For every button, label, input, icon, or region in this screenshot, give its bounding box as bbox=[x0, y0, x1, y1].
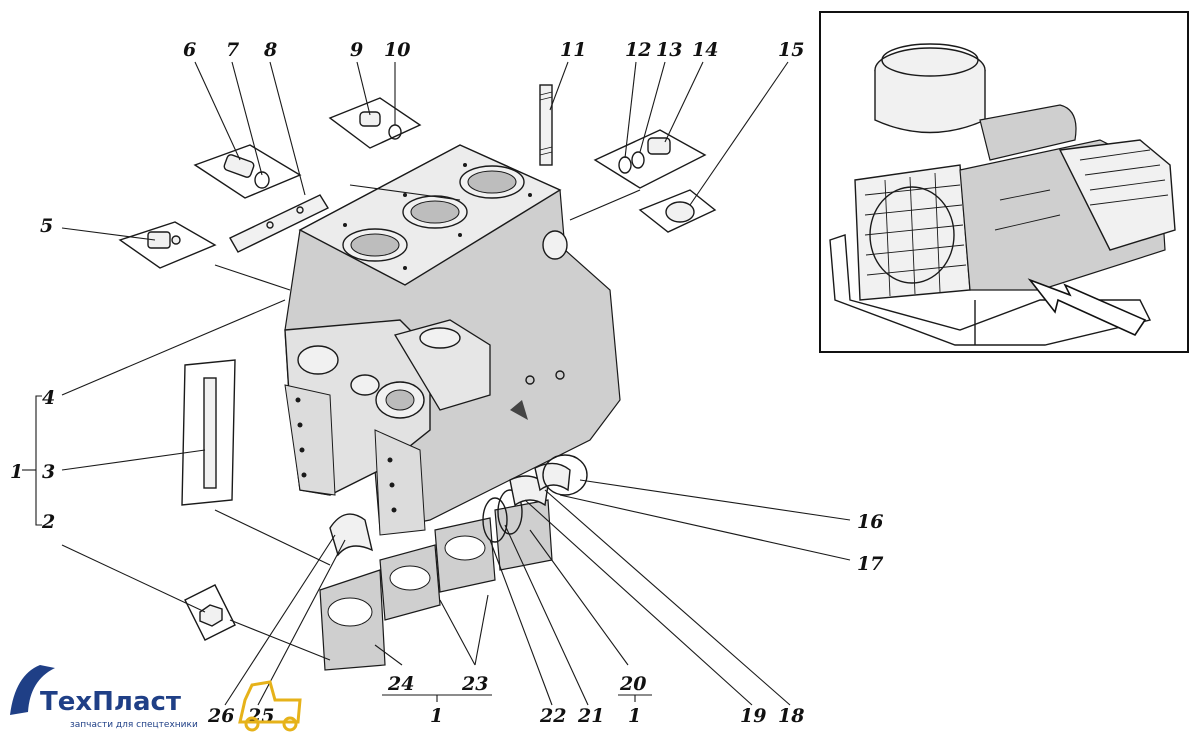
callout-14: 14 bbox=[692, 39, 718, 61]
callout-1-group: 1 bbox=[10, 461, 23, 483]
callout-26: 26 bbox=[207, 705, 234, 727]
part-8-bracket bbox=[229, 194, 330, 253]
part-6-7-plug bbox=[193, 144, 302, 199]
engine-assembly-icon bbox=[829, 43, 1176, 346]
callout-6: 6 bbox=[183, 39, 196, 61]
callout-7: 7 bbox=[226, 39, 239, 61]
part-12-14-plug bbox=[593, 129, 707, 189]
bearing-shells bbox=[329, 454, 588, 557]
location-arrow-icon bbox=[1027, 278, 1147, 337]
part-15-cap bbox=[638, 189, 717, 233]
callout-18: 18 bbox=[778, 705, 804, 727]
brand-logo: ТехПласт запчасти для спецтехники bbox=[10, 665, 302, 732]
callout-25: 25 bbox=[247, 705, 274, 727]
callout-21: 21 bbox=[577, 705, 604, 727]
part-5-fitting bbox=[118, 221, 217, 269]
excavator-logo-icon bbox=[10, 665, 302, 732]
logo-name: ТехПласт bbox=[40, 687, 181, 717]
callout-11: 11 bbox=[560, 39, 586, 61]
callout-12: 12 bbox=[625, 39, 651, 61]
callout-22: 22 bbox=[539, 705, 566, 727]
callout-1-center: 1 bbox=[430, 705, 443, 727]
callout-8: 8 bbox=[263, 39, 277, 61]
cylinder-block bbox=[284, 144, 621, 536]
part-2-nut bbox=[184, 584, 236, 641]
part-3-stud bbox=[181, 359, 236, 506]
callout-17: 17 bbox=[857, 553, 883, 575]
callout-15: 15 bbox=[778, 39, 804, 61]
callout-10: 10 bbox=[384, 39, 410, 61]
part-11-stud bbox=[539, 84, 553, 166]
leader-lines bbox=[22, 61, 851, 706]
engine-inset bbox=[819, 11, 1189, 353]
callout-16: 16 bbox=[857, 511, 883, 533]
callout-19: 19 bbox=[740, 705, 766, 727]
callout-20: 20 bbox=[619, 673, 646, 695]
callout-23: 23 bbox=[461, 673, 488, 695]
bearing-caps bbox=[319, 499, 553, 671]
callout-4: 4 bbox=[42, 387, 55, 409]
callout-5: 5 bbox=[40, 215, 53, 237]
callout-9: 9 bbox=[350, 39, 363, 61]
callout-1-right: 1 bbox=[628, 705, 641, 727]
callout-2: 2 bbox=[41, 511, 55, 533]
callout-labels: 6 7 8 9 10 11 12 13 14 15 5 4 1 3 2 16 1… bbox=[10, 39, 883, 727]
part-9-10-plug bbox=[328, 97, 422, 149]
callout-13: 13 bbox=[656, 39, 682, 61]
callout-24: 24 bbox=[387, 673, 414, 695]
logo-tagline: запчасти для спецтехники bbox=[70, 720, 198, 730]
callout-3: 3 bbox=[42, 461, 55, 483]
